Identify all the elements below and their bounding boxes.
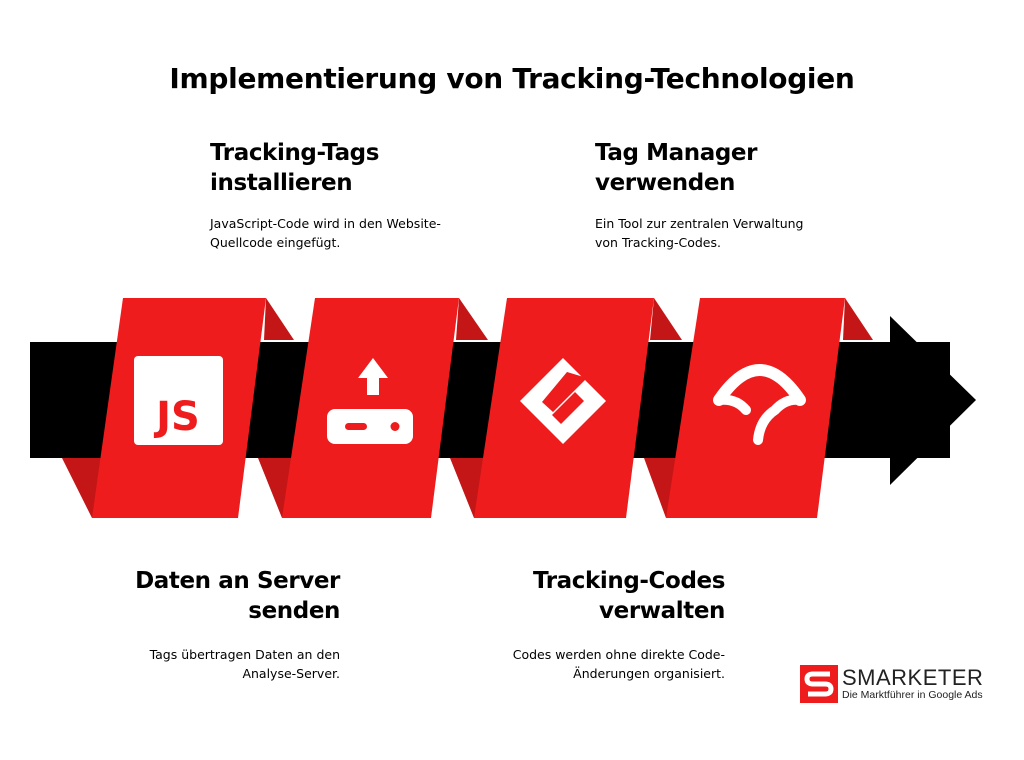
step-desc-send-data: Tags übertragen Daten an den Analyse-Ser… bbox=[149, 647, 340, 681]
tag-manager-icon bbox=[520, 358, 606, 444]
step-title-send-data: Daten an Server senden bbox=[135, 568, 340, 624]
upload-router-icon bbox=[327, 358, 413, 444]
arrow-head bbox=[890, 316, 976, 485]
ribbon-segment-2 bbox=[258, 298, 488, 518]
step-title-install-tags: Tracking-Tags installieren bbox=[210, 140, 380, 196]
js-file-icon: JS bbox=[134, 356, 223, 445]
smarketer-logo-icon bbox=[800, 665, 838, 703]
brand-logo: SMARKETER Die Marktführer in Google Ads bbox=[800, 665, 1000, 705]
brand-tagline: Die Marktführer in Google Ads bbox=[842, 689, 983, 701]
step-title-tag-manager: Tag Manager verwenden bbox=[595, 140, 758, 196]
ribbon-segment-4 bbox=[644, 298, 873, 518]
js-icon-label: JS bbox=[153, 394, 200, 440]
step-title-manage-codes: Tracking-Codes verwalten bbox=[532, 568, 725, 624]
step-desc-manage-codes: Codes werden ohne direkte Code- Änderung… bbox=[512, 647, 725, 681]
page-title: Implementierung von Tracking-Technologie… bbox=[169, 62, 855, 95]
brand-name: SMARKETER bbox=[842, 665, 984, 690]
step-desc-install-tags: JavaScript-Code wird in den Website- Que… bbox=[210, 216, 441, 250]
step-desc-tag-manager: Ein Tool zur zentralen Verwaltung von Tr… bbox=[595, 216, 804, 250]
umbrella-hook-icon bbox=[713, 364, 806, 445]
